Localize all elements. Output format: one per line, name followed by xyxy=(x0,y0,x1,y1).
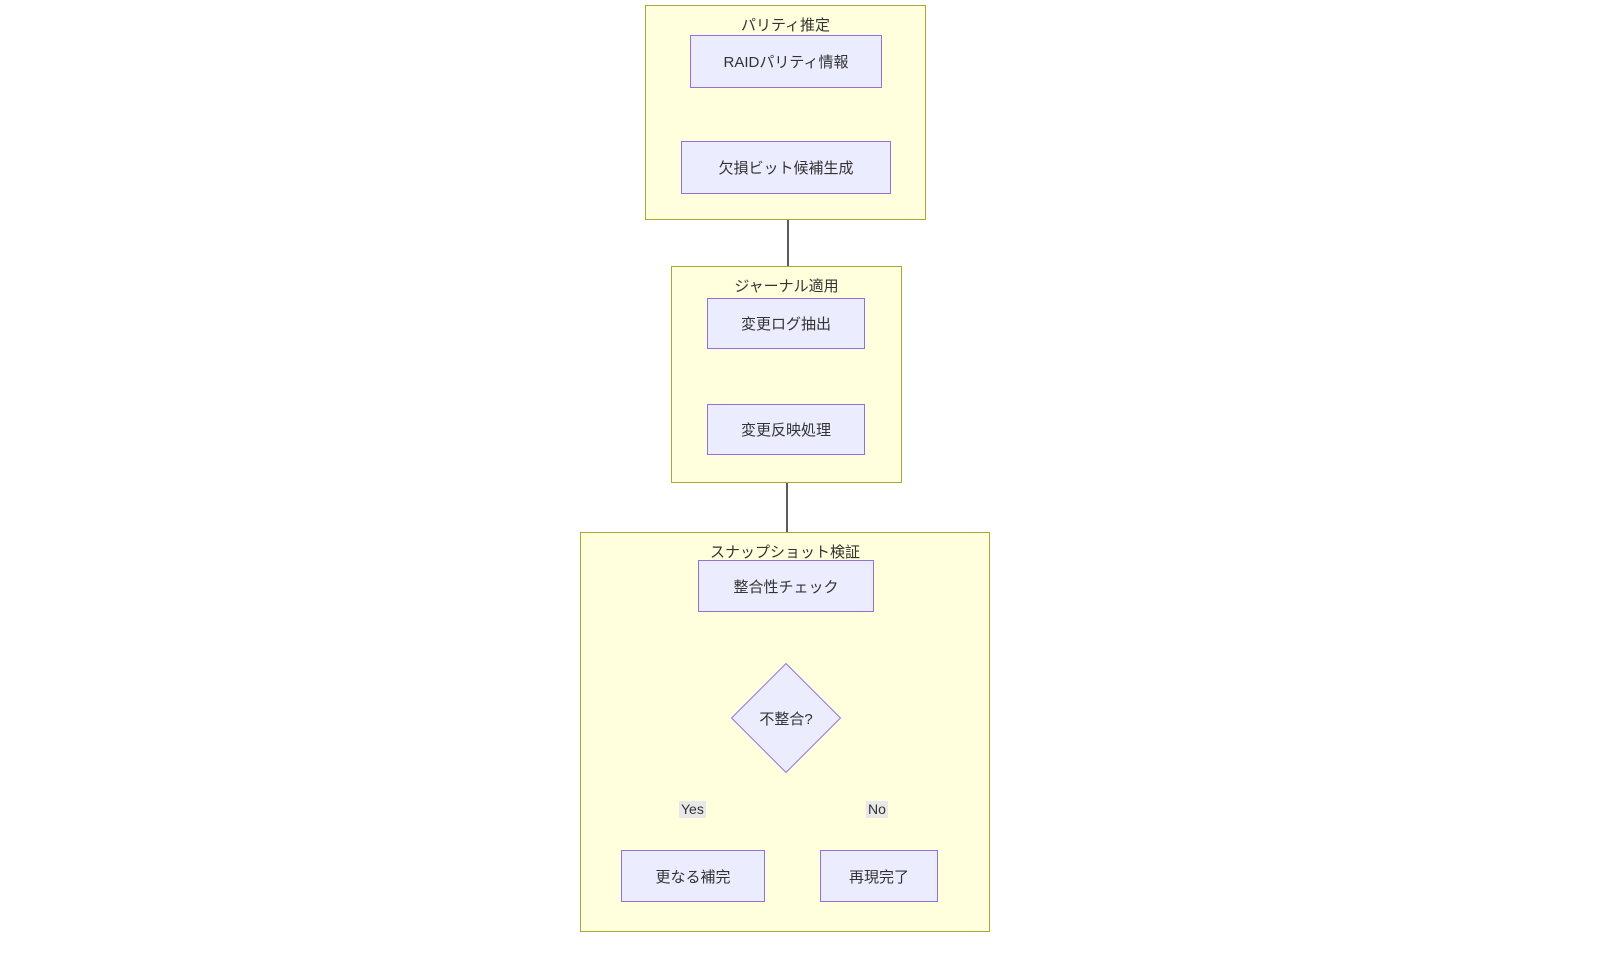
node-missing-bit-candidates[interactable]: 欠損ビット候補生成 xyxy=(681,141,891,194)
node-inconsistency-decision[interactable]: 不整合? xyxy=(730,662,842,774)
cluster-journal-apply-title: ジャーナル適用 xyxy=(734,278,839,295)
node-further-completion[interactable]: 更なる補完 xyxy=(621,850,765,902)
node-change-log-extract-label: 変更ログ抽出 xyxy=(740,316,831,333)
node-raid-parity-info[interactable]: RAIDパリティ情報 xyxy=(690,35,882,88)
node-further-completion-label: 更なる補完 xyxy=(655,868,731,886)
node-reproduction-complete-label: 再現完了 xyxy=(848,868,909,886)
node-change-apply-label: 変更反映処理 xyxy=(740,422,831,439)
node-change-log-extract[interactable]: 変更ログ抽出 xyxy=(707,298,865,349)
node-consistency-check-label: 整合性チェック xyxy=(733,578,839,596)
edge-label-no: No xyxy=(866,801,888,819)
node-reproduction-complete[interactable]: 再現完了 xyxy=(820,850,938,902)
cluster-snapshot-verification-title: スナップショット検証 xyxy=(709,544,860,561)
node-raid-parity-info-label: RAIDパリティ情報 xyxy=(723,54,849,71)
node-consistency-check[interactable]: 整合性チェック xyxy=(698,560,874,612)
edge-label-yes: Yes xyxy=(679,801,706,819)
node-missing-bit-candidates-label: 欠損ビット候補生成 xyxy=(718,160,854,177)
node-inconsistency-decision-label: 不整合? xyxy=(759,710,813,728)
cluster-parity-estimation-title: パリティ推定 xyxy=(740,17,831,34)
node-change-apply[interactable]: 変更反映処理 xyxy=(707,404,865,455)
